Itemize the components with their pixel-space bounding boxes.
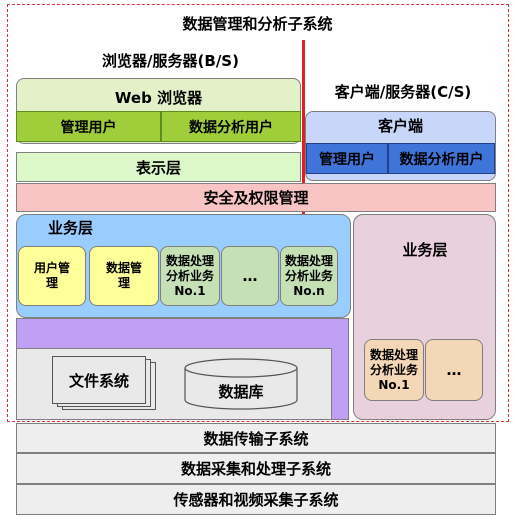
sensor-video-subsystem: 传感器和视频采集子系统 bbox=[16, 484, 496, 515]
proc-module-1: 数据处理分析业务No.1 bbox=[160, 246, 220, 306]
collection-processing-subsystem: 数据采集和处理子系统 bbox=[16, 453, 496, 484]
subsystem-frame bbox=[7, 4, 509, 422]
user-mgmt-module: 用户管理 bbox=[18, 246, 86, 306]
cs-analysis-user: 数据分析用户 bbox=[388, 143, 495, 174]
bs-analysis-user: 数据分析用户 bbox=[161, 111, 301, 142]
transmission-subsystem: 数据传输子系统 bbox=[16, 423, 496, 453]
proc-module-n: 数据处理分析业务No.n bbox=[280, 246, 338, 306]
cs-user-mgmt: 管理用户 bbox=[306, 143, 388, 174]
database-cylinder bbox=[184, 358, 298, 410]
data-mgmt-module: 数据管理 bbox=[89, 246, 159, 306]
cs-business-label: 业务层 bbox=[402, 240, 448, 259]
cs-label: 客户端/服务器(C/S) bbox=[334, 82, 472, 101]
file-system: 文件系统 bbox=[52, 356, 146, 404]
bs-label: 浏览器/服务器(B/S) bbox=[102, 51, 239, 70]
proc-module-more: … bbox=[221, 246, 279, 306]
client-label: 客户端 bbox=[377, 116, 423, 135]
page-title: 数据管理和分析子系统 bbox=[182, 14, 333, 33]
cs-proc-module-more: … bbox=[425, 339, 483, 401]
cs-proc-module-1: 数据处理分析业务No.1 bbox=[364, 339, 424, 401]
business-layer-label: 业务层 bbox=[48, 219, 94, 237]
security-management: 安全及权限管理 bbox=[16, 183, 496, 212]
presentation-layer: 表示层 bbox=[16, 152, 301, 182]
bs-user-mgmt: 管理用户 bbox=[16, 111, 161, 142]
browser-label: Web 浏览器 bbox=[114, 88, 203, 107]
database-label: 数据库 bbox=[218, 382, 264, 401]
